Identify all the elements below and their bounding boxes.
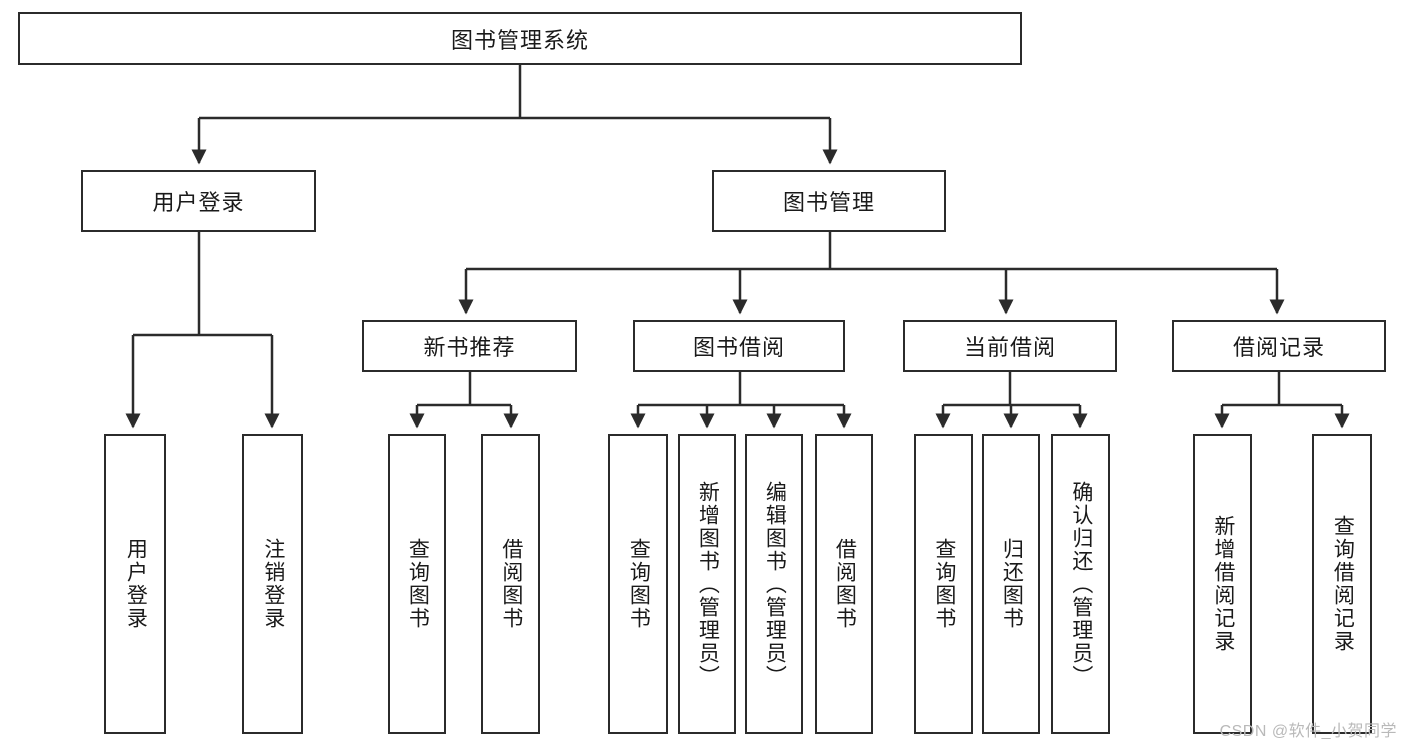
- leaf-current-confirm-return-admin[interactable]: 确认归还（管理员）: [1051, 434, 1110, 734]
- node-label: 归还图书: [1000, 538, 1024, 630]
- leaf-recommend-borrow-book[interactable]: 借阅图书: [481, 434, 540, 734]
- node-label: 查询图书: [627, 538, 651, 630]
- node-label: 确认归还（管理员）: [1069, 480, 1093, 688]
- node-label: 图书借阅: [692, 335, 785, 360]
- node-label: 查询图书: [932, 538, 956, 630]
- node-label: 图书管理: [782, 190, 875, 215]
- leaf-user-login[interactable]: 用户登录: [104, 434, 166, 734]
- csdn-watermark: CSDN @软件_小贺同学: [1219, 723, 1397, 740]
- leaf-borrow-query-book[interactable]: 查询图书: [608, 434, 668, 734]
- leaf-record-add-borrow-record[interactable]: 新增借阅记录: [1193, 434, 1252, 734]
- leaf-borrow-borrow-book[interactable]: 借阅图书: [815, 434, 873, 734]
- node-book-management[interactable]: 图书管理: [712, 170, 946, 232]
- node-label: 注销登录: [261, 538, 285, 630]
- node-label: 用户登录: [124, 538, 148, 630]
- node-label: 查询借阅记录: [1331, 515, 1355, 653]
- node-label: 新书推荐: [423, 335, 516, 360]
- leaf-user-logout[interactable]: 注销登录: [242, 434, 303, 734]
- node-borrow-record[interactable]: 借阅记录: [1172, 320, 1386, 372]
- node-label: 借阅记录: [1232, 335, 1325, 360]
- node-label: 新增图书（管理员）: [696, 480, 720, 688]
- node-root-system[interactable]: 图书管理系统: [18, 12, 1022, 65]
- node-current-borrow[interactable]: 当前借阅: [903, 320, 1117, 372]
- node-book-borrow[interactable]: 图书借阅: [633, 320, 845, 372]
- node-label: 查询图书: [406, 538, 430, 630]
- leaf-current-query-book[interactable]: 查询图书: [914, 434, 973, 734]
- node-label: 借阅图书: [833, 538, 857, 630]
- node-label: 图书管理系统: [450, 27, 589, 53]
- node-label: 新增借阅记录: [1211, 515, 1235, 653]
- leaf-current-return-book[interactable]: 归还图书: [982, 434, 1040, 734]
- leaf-record-query-borrow-record[interactable]: 查询借阅记录: [1312, 434, 1372, 734]
- node-label: 编辑图书（管理员）: [763, 480, 787, 688]
- node-label: 用户登录: [152, 190, 245, 215]
- leaf-recommend-query-book[interactable]: 查询图书: [388, 434, 446, 734]
- node-new-book-recommend[interactable]: 新书推荐: [362, 320, 577, 372]
- leaf-borrow-add-book-admin[interactable]: 新增图书（管理员）: [678, 434, 736, 734]
- node-user-login[interactable]: 用户登录: [81, 170, 316, 232]
- node-label: 当前借阅: [963, 335, 1056, 360]
- leaf-borrow-edit-book-admin[interactable]: 编辑图书（管理员）: [745, 434, 803, 734]
- node-label: 借阅图书: [499, 538, 523, 630]
